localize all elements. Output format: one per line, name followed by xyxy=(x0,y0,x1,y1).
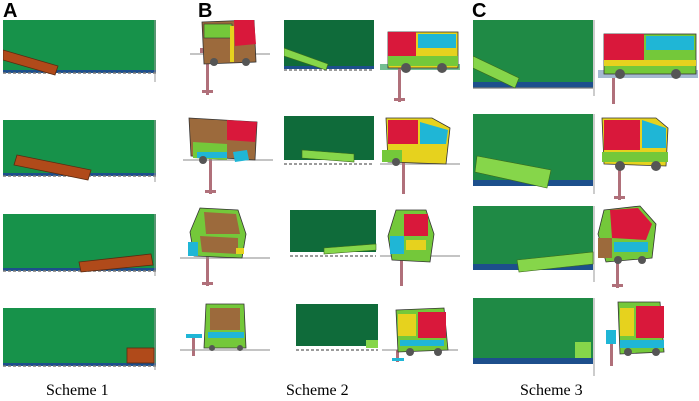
scheme2-bus2-frame-1 xyxy=(380,24,460,104)
scheme3-bus-frame-2 xyxy=(596,112,696,202)
scheme2-bus-frame-3 xyxy=(180,204,270,288)
caption-scheme-3: Scheme 3 xyxy=(520,382,583,399)
scheme1-frame-4 xyxy=(3,308,156,370)
scheme2-wall-frame-1 xyxy=(284,20,376,76)
scheme3-wall-frame-4 xyxy=(473,298,595,376)
scheme3-bus-frame-3 xyxy=(594,204,694,290)
scheme3-wall-frame-1 xyxy=(473,20,595,96)
scheme3-bus-frame-1 xyxy=(598,24,698,104)
scheme2-bus-frame-4 xyxy=(180,298,270,378)
scheme2-bus2-frame-4 xyxy=(382,300,458,376)
scheme2-bus2-frame-2 xyxy=(380,114,460,196)
caption-scheme-2: Scheme 2 xyxy=(286,382,349,399)
scheme2-bus2-frame-3 xyxy=(380,206,460,288)
scheme3-bus-frame-4 xyxy=(598,298,698,378)
panel-label-a: A xyxy=(3,0,18,22)
scheme1-frame-1 xyxy=(3,20,156,82)
scheme2-wall-frame-4 xyxy=(296,304,380,356)
caption-scheme-1: Scheme 1 xyxy=(46,382,109,399)
scheme2-bus-frame-2 xyxy=(183,112,273,196)
scheme2-wall-frame-3 xyxy=(290,210,378,266)
panel-label-c: C xyxy=(472,0,487,22)
scheme2-wall-frame-2 xyxy=(284,116,376,172)
scheme1-frame-3 xyxy=(3,214,156,276)
panel-label-b: B xyxy=(198,0,213,22)
scheme3-wall-frame-3 xyxy=(473,206,595,282)
scheme2-bus-frame-1 xyxy=(190,20,270,96)
scheme1-frame-2 xyxy=(3,120,156,182)
scheme3-wall-frame-2 xyxy=(473,114,595,194)
